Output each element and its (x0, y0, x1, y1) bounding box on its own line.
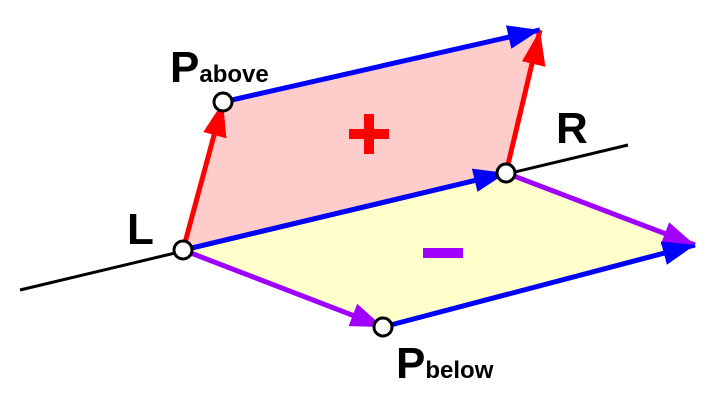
vector-l-to-r (182, 170, 507, 253)
label-l: L (127, 205, 154, 254)
label-p-below: Pbelow (396, 339, 494, 388)
vector-r-to-bottom-corner (505, 170, 696, 248)
arrow-head-icon (506, 25, 540, 49)
point-r-marker (495, 162, 517, 184)
points-group (172, 91, 517, 338)
point-p-below-marker (372, 316, 394, 338)
label-p-below-sub: below (425, 357, 493, 384)
minus-sign-icon (423, 248, 463, 258)
label-p-above-sub: above (199, 61, 268, 88)
region-above-parallelogram (183, 30, 540, 250)
label-p-below-main: P (396, 339, 425, 388)
point-p-above-marker (212, 91, 234, 113)
vector-p-above-to-top-corner (222, 27, 541, 105)
plus-sign-icon (349, 114, 389, 154)
arrow-head-icon (660, 241, 695, 265)
vectors-group (180, 27, 696, 330)
arrow-head-icon (522, 30, 546, 67)
arrow-head-icon (660, 222, 695, 245)
label-p-above: Pabove (170, 43, 269, 92)
vector-p-below-to-bottom-corner (382, 242, 696, 330)
point-l-marker (172, 239, 194, 261)
vector-l-to-p-below (182, 247, 384, 330)
label-p-above-main: P (170, 43, 199, 92)
label-r: R (556, 104, 588, 153)
